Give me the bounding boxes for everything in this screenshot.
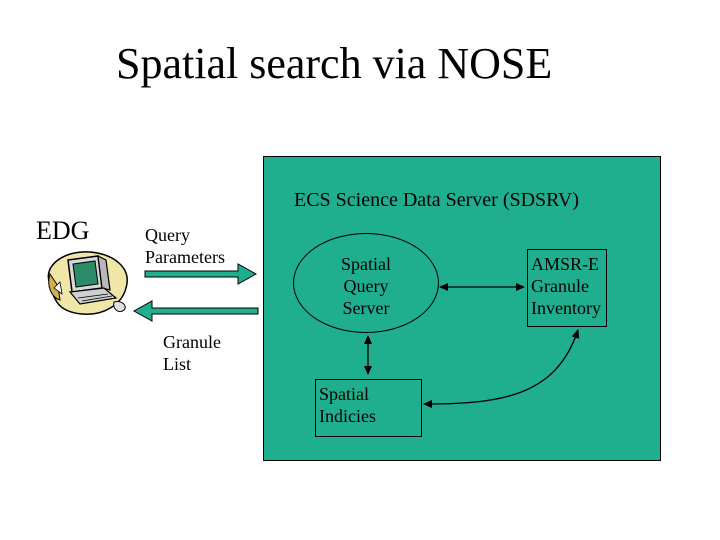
spatial-indicies-node: Spatial Indicies [315, 379, 422, 437]
granule-list-label: Granule List [163, 332, 221, 374]
query-parameters-arrow [144, 263, 258, 285]
edg-label: EDG [36, 216, 90, 245]
sdsrv-title: ECS Science Data Server (SDSRV) [294, 189, 580, 211]
amsr-e-granule-inventory-node: AMSR-E Granule Inventory [527, 249, 607, 327]
granule-list-arrow [132, 300, 259, 322]
sdsrv-box: ECS Science Data Server (SDSRV) Spatial … [263, 156, 661, 461]
spatial-query-server-label: Spatial Query Server [341, 254, 391, 318]
query-parameters-label: Query Parameters [145, 225, 225, 267]
computer-icon [47, 251, 128, 315]
spatial-query-server-node: Spatial Query Server [293, 233, 439, 333]
slide-title: Spatial search via NOSE [116, 39, 553, 88]
inventory-indicies-connector [423, 329, 580, 408]
